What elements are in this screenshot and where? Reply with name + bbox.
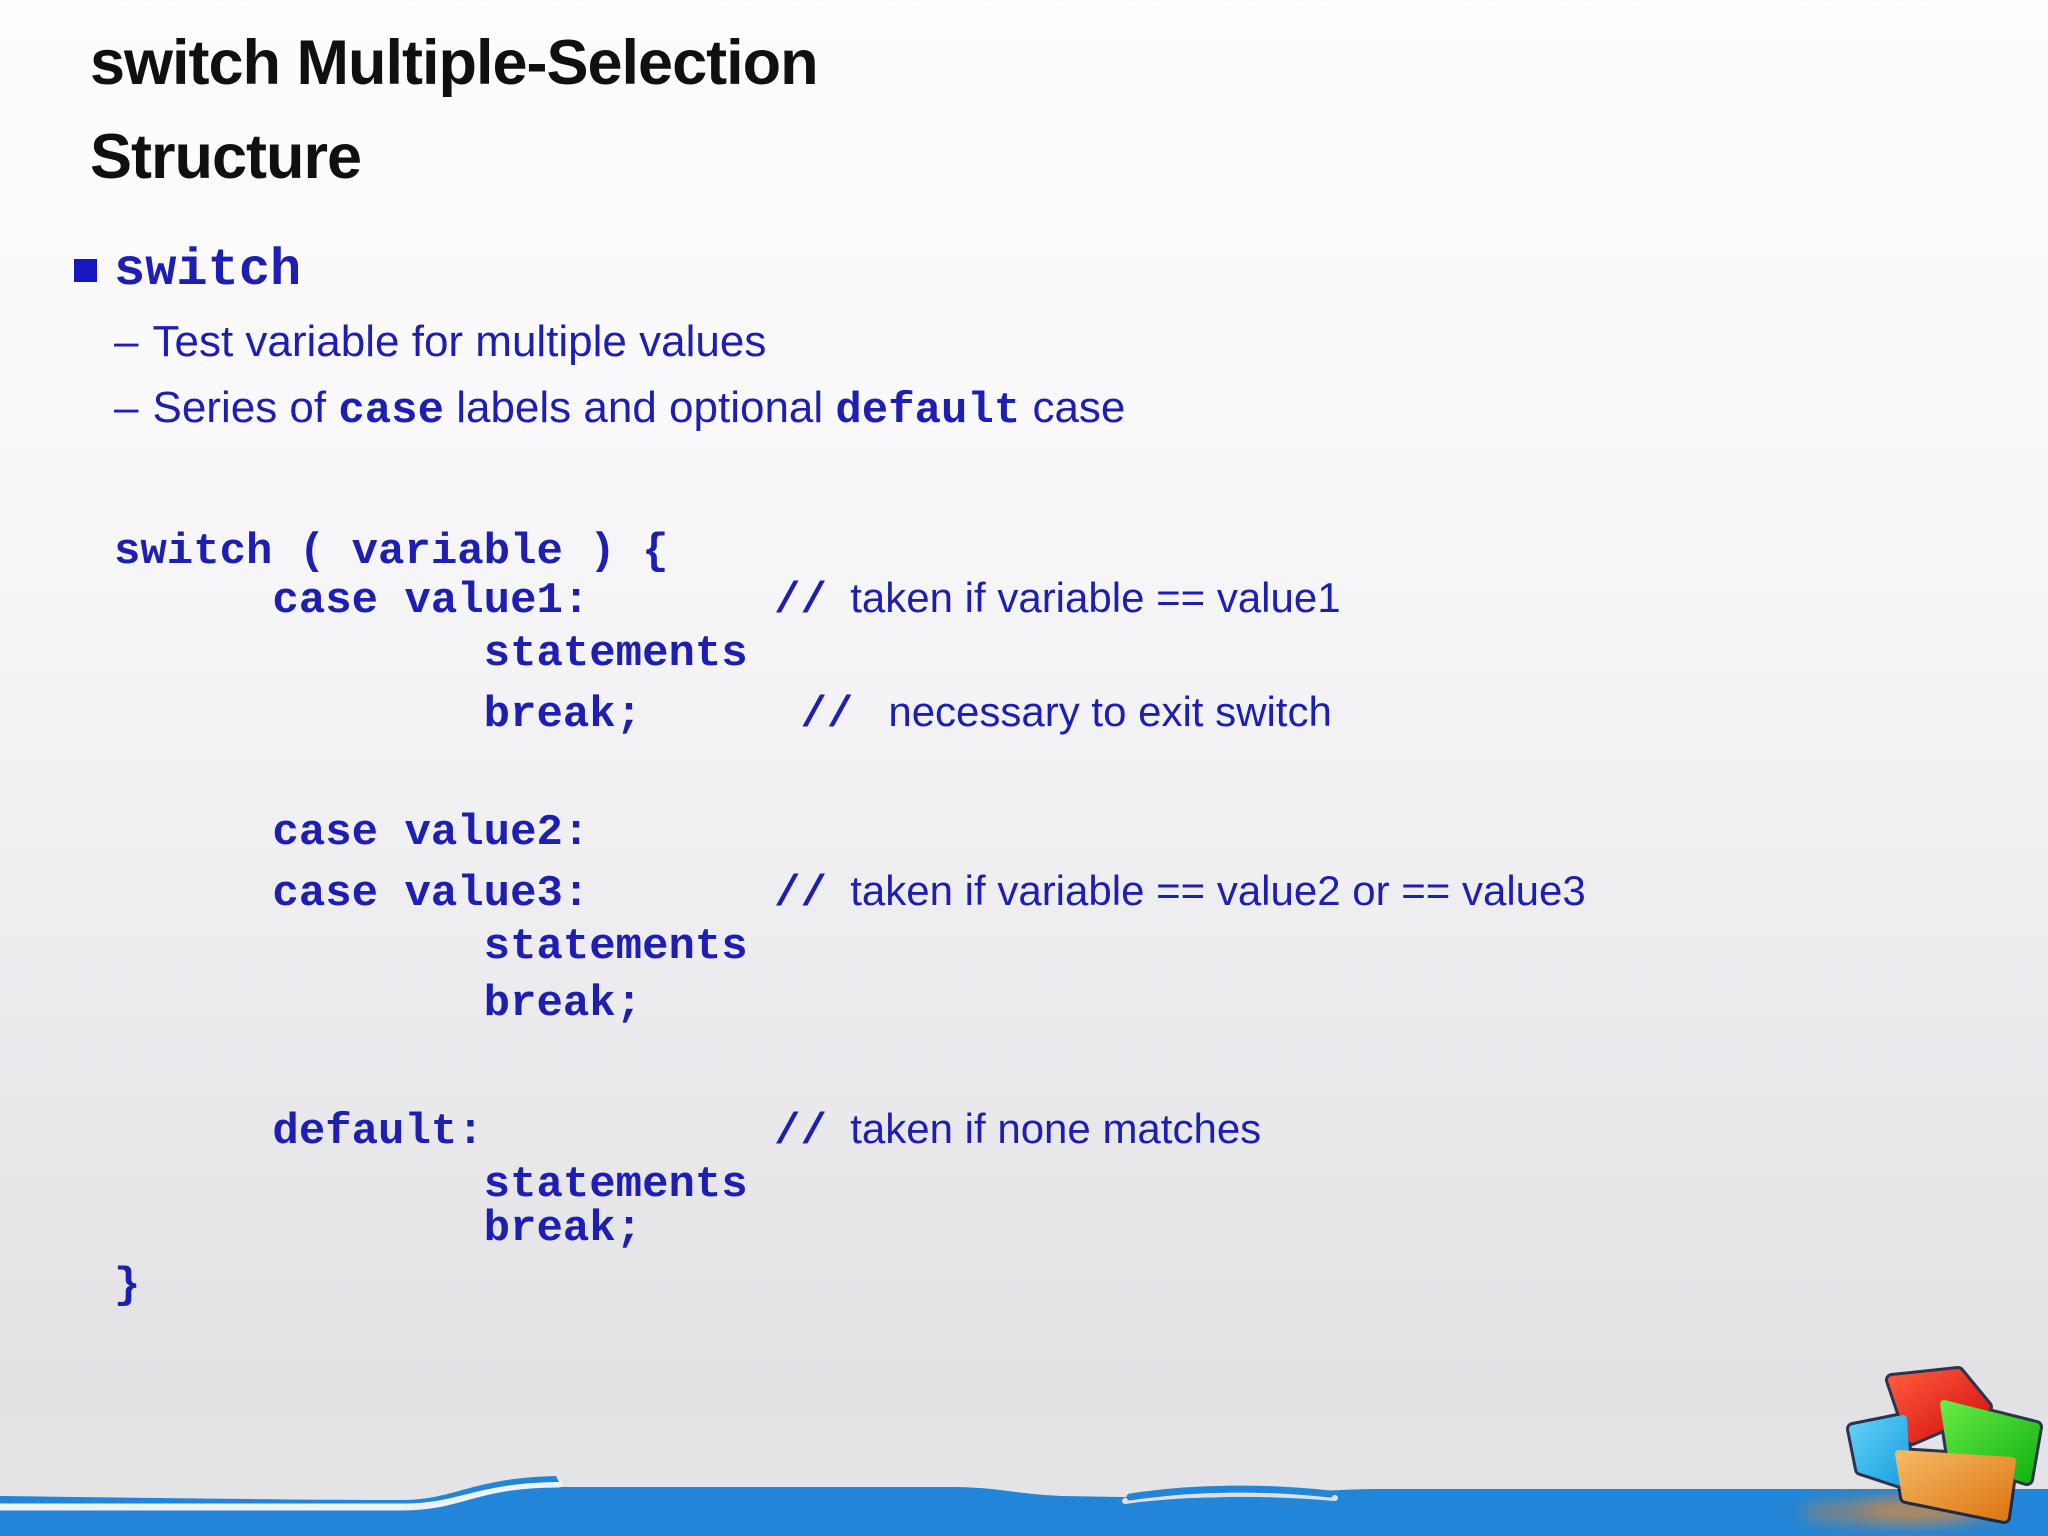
code-line: case value3: // taken if variable == val… xyxy=(114,867,1586,919)
sub-bullet-test-variable: –Test variable for multiple values xyxy=(114,314,766,370)
code-line: break; xyxy=(114,1204,643,1254)
color-cube-logo xyxy=(1846,1366,2043,1524)
bullet-switch-label: switch xyxy=(114,241,302,300)
page-title: switch Multiple-Selection Structure xyxy=(90,16,819,204)
bullet-square-icon xyxy=(74,259,97,282)
code-line xyxy=(114,1033,1586,1090)
sub-bullet-2-text: Series of case labels and optional defau… xyxy=(152,383,1126,436)
code-line: case value2: xyxy=(114,808,590,858)
code-line: statements xyxy=(114,922,748,972)
cube-face-orange xyxy=(1895,1450,2016,1521)
footer-white-line xyxy=(0,1480,563,1511)
title-line-1: switch Multiple-Selection xyxy=(90,28,819,98)
footer-wave xyxy=(0,1476,2048,1536)
footer-sliver xyxy=(0,1476,559,1504)
code-block: switch ( variable ) { case value1: // ta… xyxy=(114,524,1586,1315)
bullet-switch: switch xyxy=(74,241,301,300)
code-line: break; // necessary to exit switch xyxy=(114,688,1332,740)
code-line: statements xyxy=(114,629,748,679)
code-line: default: // taken if none matches xyxy=(114,1105,1262,1157)
footer-wave-wisp xyxy=(1126,1485,1334,1501)
sub-bullet-series-of-case: –Series of case labels and optional defa… xyxy=(114,380,1125,439)
code-line: break; xyxy=(114,979,643,1029)
title-line-2: Structure xyxy=(90,122,362,192)
dash-bullet-icon: – xyxy=(114,383,139,432)
footer-band xyxy=(0,1487,2048,1536)
footer-wave-groove xyxy=(1122,1490,1338,1504)
code-line: statements xyxy=(114,1160,748,1210)
code-line: case value1: // taken if variable == val… xyxy=(114,574,1341,626)
code-line: switch ( variable ) { xyxy=(114,527,669,577)
code-line xyxy=(114,740,1586,797)
sub-bullet-1-text: Test variable for multiple values xyxy=(152,317,767,366)
dash-bullet-icon: – xyxy=(114,317,139,366)
code-line: } xyxy=(114,1261,141,1311)
